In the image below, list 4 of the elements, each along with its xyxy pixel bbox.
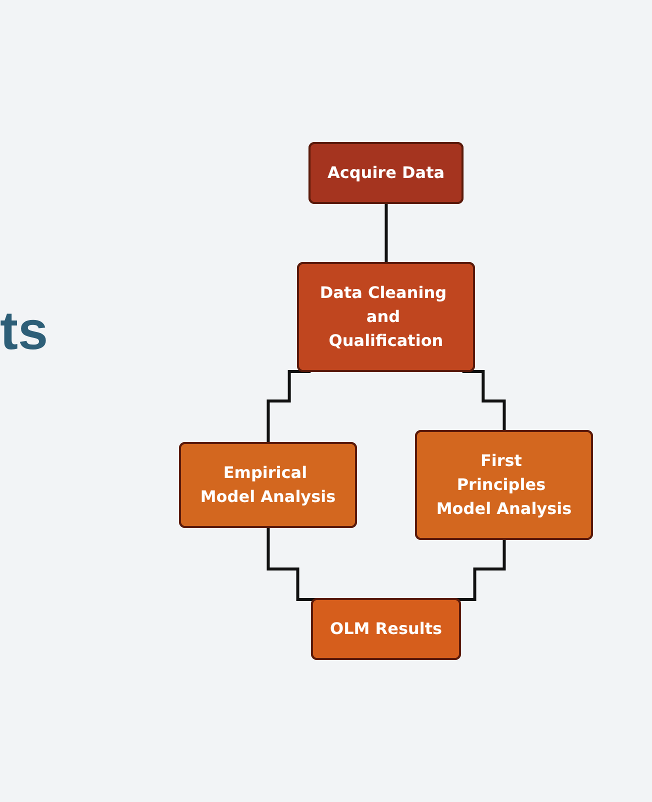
connector — [384, 202, 388, 265]
connector — [266, 370, 311, 445]
connector — [462, 370, 506, 433]
heading-fragment: ts — [0, 300, 48, 362]
